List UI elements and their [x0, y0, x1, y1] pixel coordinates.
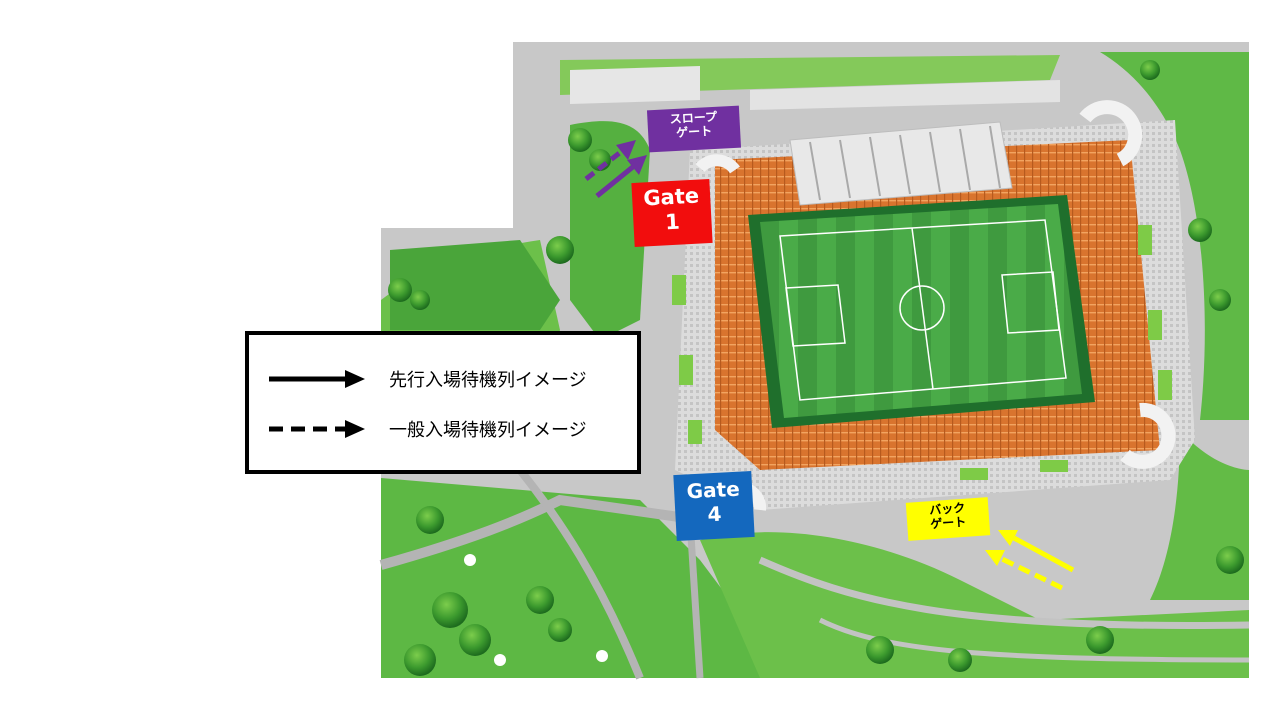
- back-gate-label: バック ゲート: [905, 497, 991, 541]
- tree-clusters: [388, 60, 1244, 676]
- gate-1-label: Gate 1: [631, 179, 713, 247]
- gate-1-label-line1: Gate: [642, 183, 700, 211]
- solid-arrow-icon: [269, 370, 365, 388]
- gate-1-label-line2: 1: [664, 209, 681, 235]
- pitch: [748, 195, 1095, 428]
- legend-row-solid: 先行入場待機列イメージ: [267, 367, 587, 391]
- main-stand-roof: [789, 121, 1013, 206]
- back-gate-queue-arrows: [985, 530, 1075, 591]
- gate-4-label: Gate 4: [673, 471, 755, 541]
- legend-solid-label: 先行入場待機列イメージ: [389, 370, 587, 391]
- slope-gate-label: スロープ ゲート: [646, 105, 742, 153]
- gate-4-label-line2: 4: [706, 501, 722, 527]
- legend: 先行入場待機列イメージ 一般入場待機列イメージ: [245, 331, 641, 474]
- legend-row-dashed: 一般入場待機列イメージ: [267, 417, 587, 441]
- legend-dashed-label: 一般入場待機列イメージ: [389, 420, 587, 441]
- stadium: [672, 100, 1195, 511]
- slope-gate-queue-arrows: [584, 140, 647, 198]
- dashed-arrow-icon: [269, 420, 365, 438]
